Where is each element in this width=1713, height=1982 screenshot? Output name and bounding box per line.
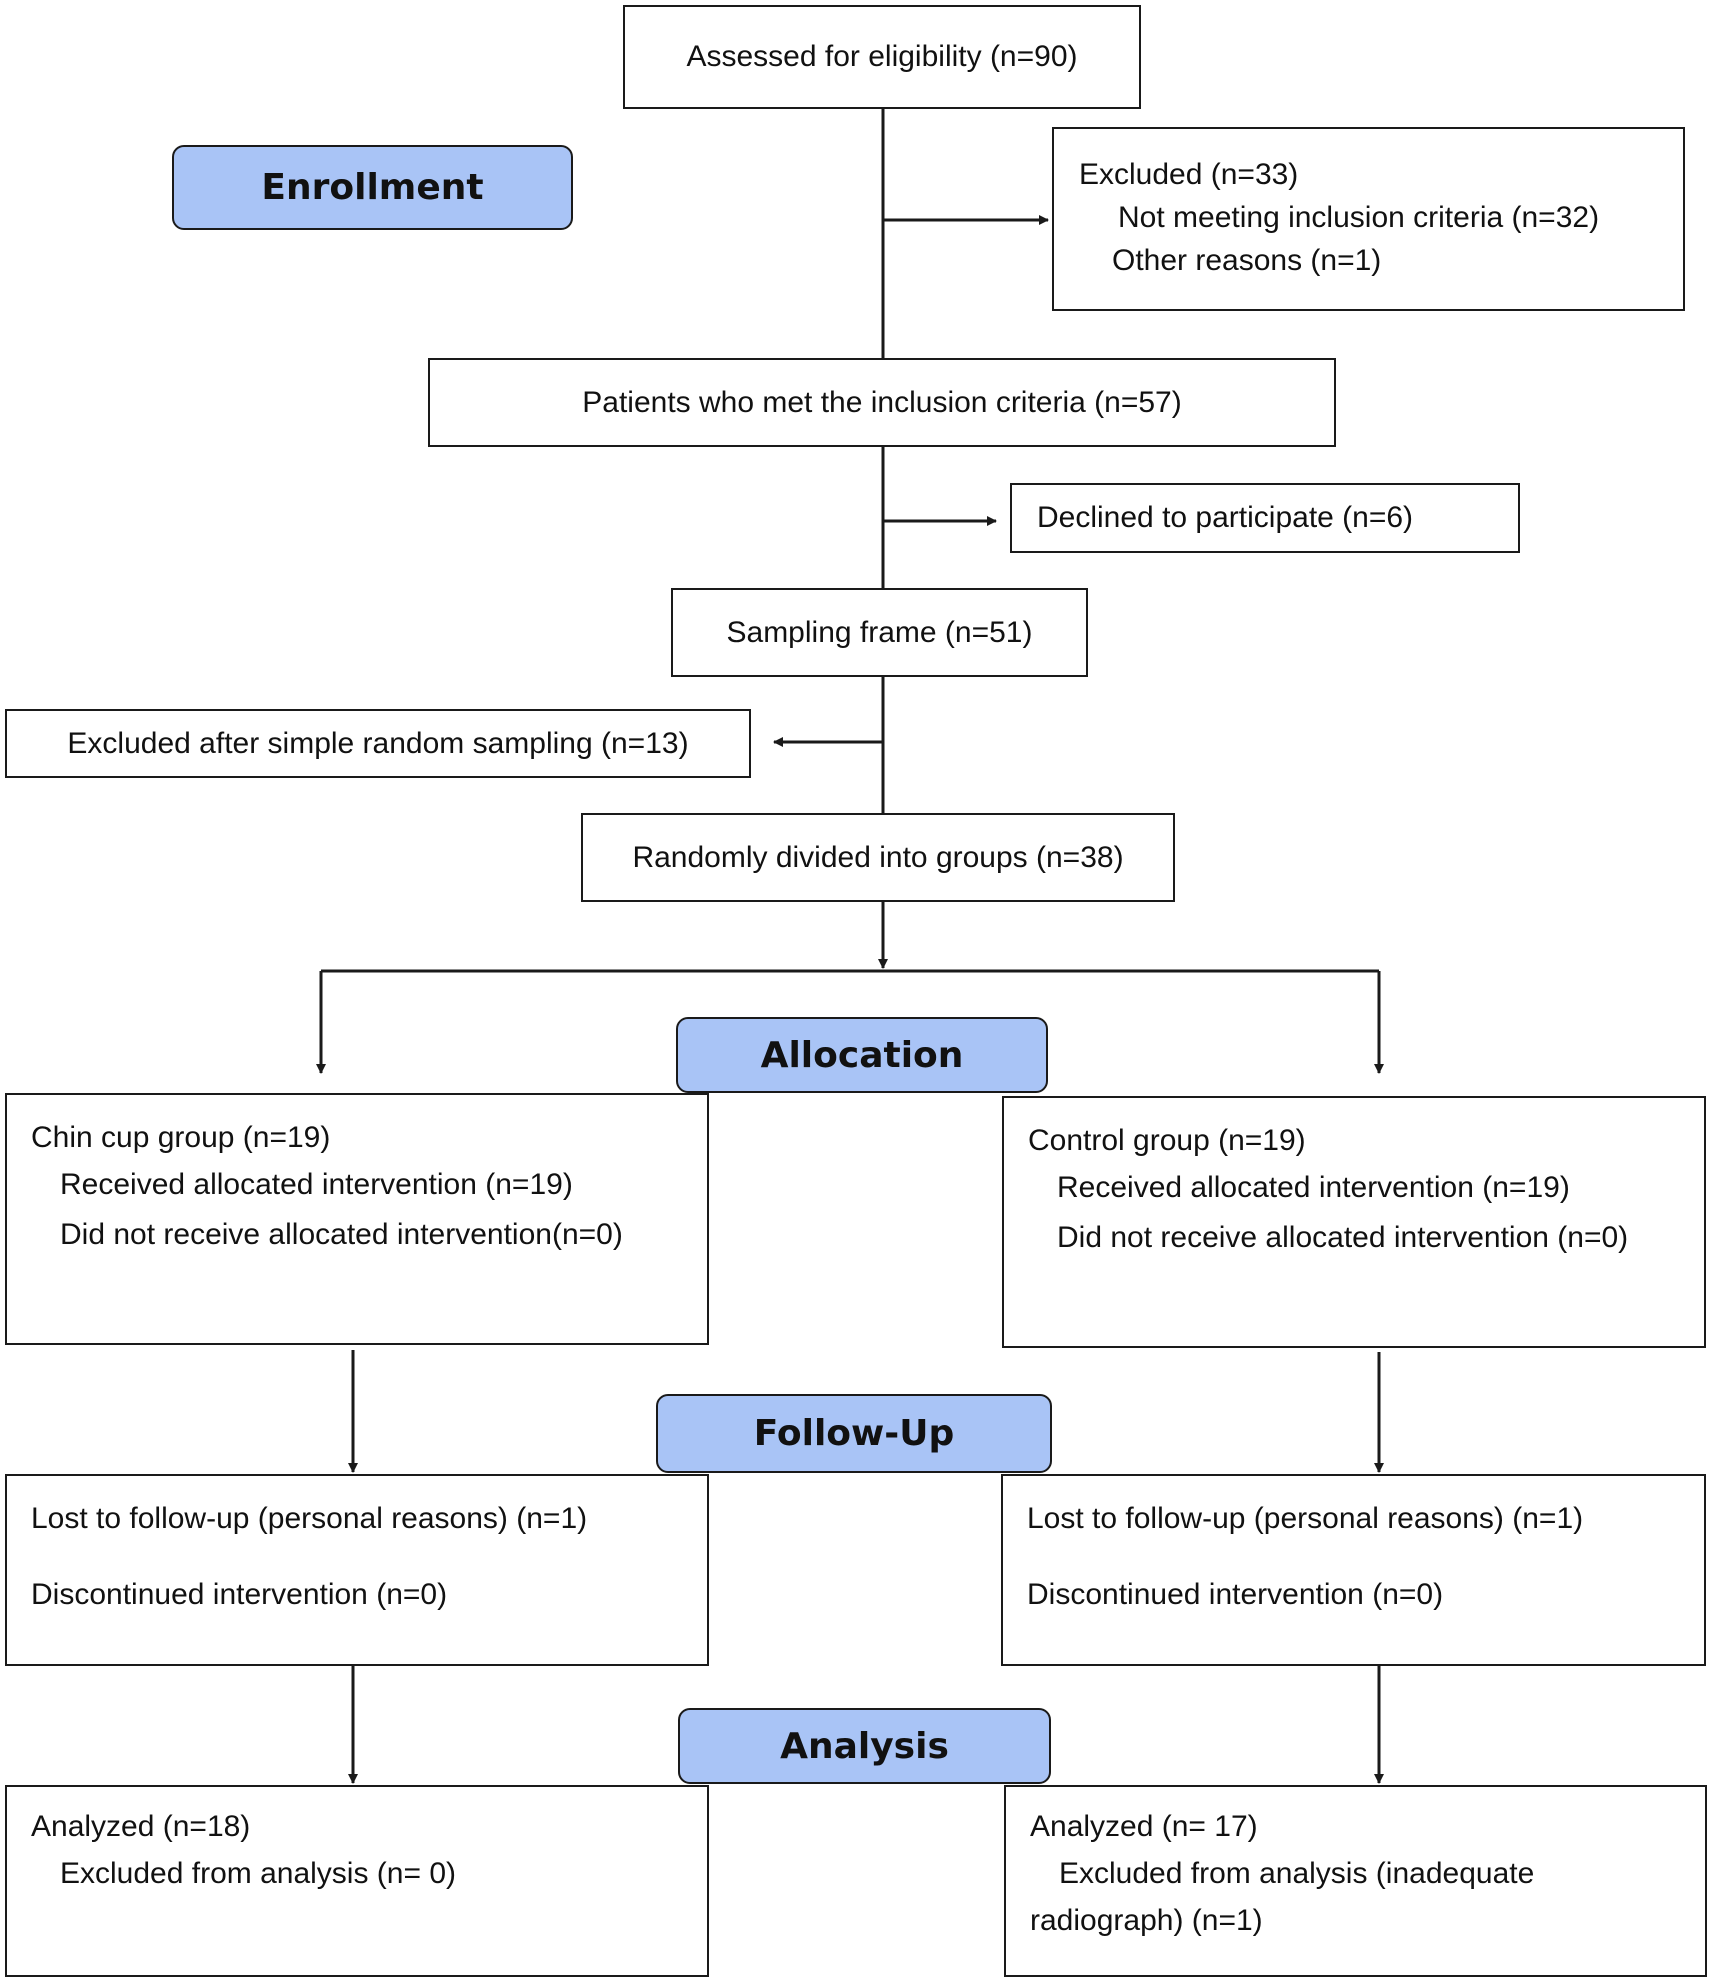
followup-left-box: Lost to follow-up (personal reasons) (n=… xyxy=(5,1474,709,1666)
stage-follow-up: Follow-Up xyxy=(656,1394,1052,1473)
followup-right-box: Lost to follow-up (personal reasons) (n=… xyxy=(1001,1474,1706,1666)
met-criteria-text: Patients who met the inclusion criteria … xyxy=(582,385,1182,419)
met-criteria-box: Patients who met the inclusion criteria … xyxy=(428,358,1336,447)
excluded-sampling-box: Excluded after simple random sampling (n… xyxy=(5,709,751,778)
followup-left-lost: Lost to follow-up (personal reasons) (n=… xyxy=(31,1502,588,1535)
stage-allocation: Allocation xyxy=(676,1017,1048,1093)
stage-follow-up-label: Follow-Up xyxy=(753,1413,955,1454)
excluded-title: Excluded (n=33) xyxy=(1079,158,1299,191)
analysis-right-analyzed: Analyzed (n= 17) xyxy=(1030,1810,1258,1843)
stage-allocation-label: Allocation xyxy=(760,1034,964,1076)
control-not-received: Did not receive allocated intervention (… xyxy=(1057,1221,1629,1254)
stage-enrollment: Enrollment xyxy=(172,145,573,230)
analysis-right-excluded-2: radiograph) (n=1) xyxy=(1030,1904,1263,1937)
chin-cup-not-received: Did not receive allocated intervention(n… xyxy=(60,1218,623,1251)
control-title: Control group (n=19) xyxy=(1028,1124,1306,1157)
chin-cup-received: Received allocated intervention (n=19) xyxy=(60,1168,573,1201)
control-received: Received allocated intervention (n=19) xyxy=(1057,1171,1570,1204)
excluded-box: Excluded (n=33) Not meeting inclusion cr… xyxy=(1052,127,1685,311)
randomized-box: Randomly divided into groups (n=38) xyxy=(581,813,1175,902)
analysis-left-box: Analyzed (n=18) Excluded from analysis (… xyxy=(5,1785,709,1977)
declined-text: Declined to participate (n=6) xyxy=(1037,501,1414,534)
allocation-right-box: Control group (n=19) Received allocated … xyxy=(1002,1096,1706,1348)
randomized-text: Randomly divided into groups (n=38) xyxy=(632,840,1124,874)
allocation-left-box: Chin cup group (n=19) Received allocated… xyxy=(5,1093,709,1345)
followup-right-discontinued: Discontinued intervention (n=0) xyxy=(1027,1578,1444,1611)
followup-right-lost: Lost to follow-up (personal reasons) (n=… xyxy=(1027,1502,1584,1535)
stage-enrollment-label: Enrollment xyxy=(261,167,484,208)
assessed-box: Assessed for eligibility (n=90) xyxy=(623,5,1141,109)
chin-cup-title: Chin cup group (n=19) xyxy=(31,1121,331,1154)
assessed-text: Assessed for eligibility (n=90) xyxy=(686,40,1078,73)
analysis-left-excluded: Excluded from analysis (n= 0) xyxy=(60,1857,457,1890)
excluded-sampling-text: Excluded after simple random sampling (n… xyxy=(67,726,689,760)
stage-analysis-label: Analysis xyxy=(780,1725,949,1767)
stage-analysis: Analysis xyxy=(678,1708,1051,1784)
sampling-frame-text: Sampling frame (n=51) xyxy=(726,615,1033,649)
analysis-right-box: Analyzed (n= 17) Excluded from analysis … xyxy=(1004,1785,1707,1977)
excluded-other: Other reasons (n=1) xyxy=(1112,244,1382,277)
analysis-left-analyzed: Analyzed (n=18) xyxy=(31,1810,251,1843)
sampling-frame-box: Sampling frame (n=51) xyxy=(671,588,1088,677)
excluded-not-meeting: Not meeting inclusion criteria (n=32) xyxy=(1118,201,1600,234)
analysis-right-excluded-1: Excluded from analysis (inadequate xyxy=(1059,1857,1535,1890)
followup-left-discontinued: Discontinued intervention (n=0) xyxy=(31,1578,448,1611)
declined-box: Declined to participate (n=6) xyxy=(1010,483,1520,553)
